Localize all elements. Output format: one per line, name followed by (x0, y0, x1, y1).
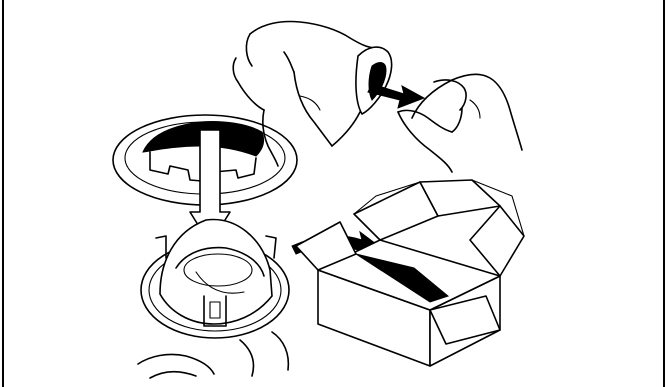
open-cardboard-box-icon (295, 179, 525, 367)
right-hand-icon (397, 73, 523, 173)
lower-hand-icon (137, 331, 290, 379)
dome-unit-icon (140, 218, 290, 339)
right-border-line (663, 0, 665, 387)
arrow-to-hand-icon (367, 83, 426, 109)
left-border-line (2, 0, 4, 387)
hand-holding-cap-icon (232, 20, 393, 167)
